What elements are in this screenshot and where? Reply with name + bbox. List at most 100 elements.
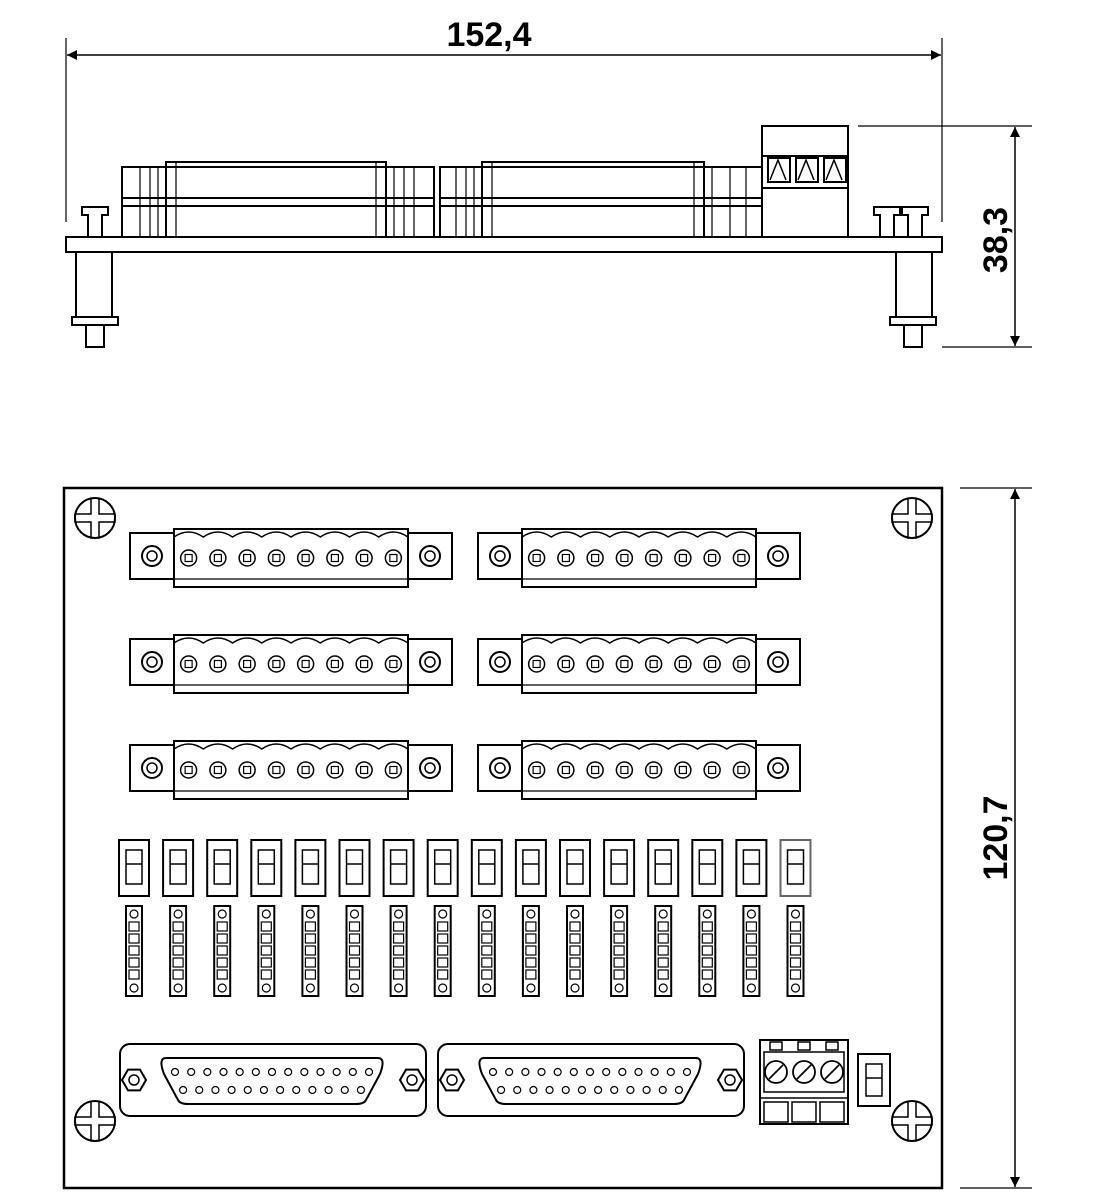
terminal-screw-head [301, 765, 310, 775]
resistor-array [301, 905, 320, 997]
terminal-strip-ridge [521, 637, 757, 644]
terminal-screw-head [213, 659, 222, 669]
sub-d-pin [332, 1067, 341, 1077]
terminal-screw-head [301, 659, 310, 669]
terminal-screw-icon [615, 549, 634, 567]
side-board [65, 236, 943, 253]
resistor-segment [613, 933, 625, 944]
dip-switch [338, 839, 371, 897]
resistor-segment [304, 933, 316, 944]
resistor-segment [437, 969, 449, 980]
flange-screw-center [146, 550, 158, 562]
flange-screw-center [772, 656, 784, 668]
dip-switch-slot [257, 849, 276, 885]
terminal-strip [129, 740, 453, 800]
resistor-segment [304, 921, 316, 932]
terminal-strip [477, 740, 801, 800]
resistor-segment [613, 969, 625, 980]
mounting-hole-top-right [891, 497, 933, 539]
resistor-array [742, 905, 761, 997]
resistor-segment [172, 957, 184, 968]
resistor-segment [745, 945, 758, 956]
resistor-pin [217, 909, 227, 919]
terminal-screw-icon [703, 549, 721, 567]
terminal-strip [477, 634, 801, 694]
terminal-screw-head [389, 659, 398, 669]
sub-d-pin [496, 1085, 506, 1095]
terminal-screw-icon [267, 655, 286, 673]
terminal-strip-body [521, 528, 757, 588]
hex-nut-hole [724, 1074, 736, 1086]
dip-switch-slot [389, 849, 408, 885]
resistor-segment [701, 945, 713, 956]
sub-d-pin [642, 1085, 651, 1095]
flange-screw-center [424, 550, 436, 562]
dip-switch-body [470, 839, 503, 897]
terminal-screw-head [561, 765, 570, 775]
dip-switch [294, 839, 327, 897]
resistor-segment [172, 933, 184, 944]
resistor-pin [790, 983, 801, 993]
terminal-screw-icon [355, 761, 373, 779]
sub-d-pin [537, 1067, 546, 1077]
terminal-screw-icon [703, 655, 721, 673]
side-view [65, 38, 1032, 348]
resistor-segment [657, 945, 669, 956]
terminal-screw-head [561, 553, 570, 563]
resistor-segment [304, 969, 316, 980]
terminal-strip [129, 528, 453, 588]
dip-switch-body [382, 839, 415, 897]
resistor-array-body [698, 905, 717, 997]
resistor-array-body [301, 905, 320, 997]
resistor-segment [260, 969, 272, 980]
resistor-pin [305, 983, 315, 993]
terminal-screw-head [330, 765, 339, 775]
dip-switch-body [250, 839, 283, 897]
terminal-screw-head [272, 553, 281, 563]
terminal-screw-icon [615, 655, 634, 673]
resistor-array [477, 905, 496, 997]
resistor-segment [437, 921, 449, 932]
dip-switch [779, 839, 812, 897]
sub-d-pin [561, 1085, 570, 1095]
terminal-screw-icon [527, 655, 546, 673]
dip-switch-slot [522, 849, 540, 885]
component-row [125, 905, 805, 997]
terminal-screw-head [620, 765, 629, 775]
resistor-segment [348, 969, 361, 980]
resistor-pin [349, 909, 360, 919]
resistor-array-body [742, 905, 761, 997]
resistor-array [125, 905, 143, 997]
resistor-array [566, 905, 584, 997]
terminal-screw-icon [326, 655, 344, 673]
sub-d-pin [602, 1067, 611, 1077]
terminal-screw-head [213, 765, 222, 775]
resistor-pin [394, 983, 404, 993]
resistor-segment [569, 957, 581, 968]
terminal-screw-icon [527, 549, 546, 567]
terminal-screw-icon [209, 655, 227, 673]
terminal-screw-head [737, 765, 746, 775]
terminal-screw-head [389, 553, 398, 563]
resistor-pin [261, 983, 271, 993]
sub-d-pin [259, 1085, 269, 1095]
dip-switch-slot [654, 849, 672, 885]
dip-switch [559, 839, 591, 897]
sub-d-pin [267, 1067, 277, 1077]
resistor-segment [216, 945, 228, 956]
sub-d-pin [577, 1085, 587, 1095]
dip-switch-slot [698, 849, 717, 885]
dip-switch-body [294, 839, 327, 897]
resistor-segment [569, 945, 581, 956]
flange-screw-center [772, 550, 784, 562]
sub-d-pin [243, 1085, 252, 1095]
sub-d-pin [585, 1067, 595, 1077]
resistor-array-body [213, 905, 232, 997]
flange-screw-center [424, 762, 436, 774]
resistor-array [698, 905, 717, 997]
terminal-screw-head [620, 553, 629, 563]
resistor-array-body [786, 905, 805, 997]
terminal-screw-head [272, 765, 281, 775]
terminal-screw-icon [557, 549, 575, 567]
resistor-segment [260, 921, 272, 932]
